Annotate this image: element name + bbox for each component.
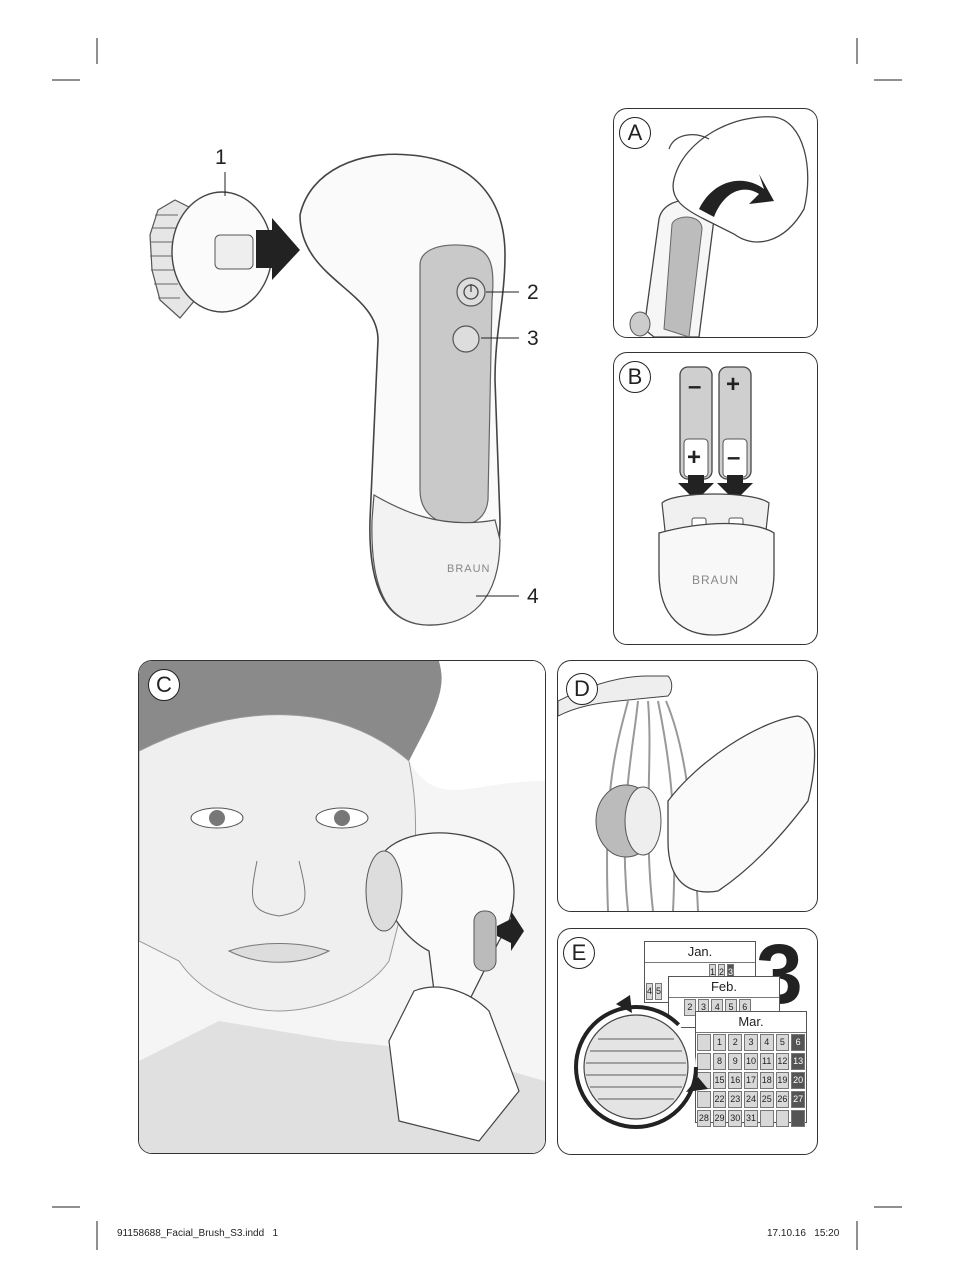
calendar-day: 3 bbox=[744, 1034, 758, 1051]
panel-c-letter: C bbox=[148, 669, 180, 701]
calendar-day bbox=[697, 1091, 711, 1108]
calendar-day: 27 bbox=[791, 1091, 805, 1108]
calendar-day: 19 bbox=[775, 1072, 790, 1089]
calendar-day: 25 bbox=[759, 1091, 774, 1108]
panel-a: A bbox=[613, 108, 818, 338]
calendar-day bbox=[791, 1110, 805, 1127]
calendar-day: 9 bbox=[728, 1053, 743, 1070]
calendar-day: 2 bbox=[684, 999, 696, 1016]
calendar-day bbox=[775, 1110, 790, 1127]
calendar-day: 26 bbox=[775, 1091, 790, 1108]
calendar-day: 16 bbox=[728, 1072, 743, 1089]
panel-b-illustration bbox=[658, 366, 775, 636]
callout-1: 1 bbox=[215, 146, 227, 169]
battery-left-top-sign: – bbox=[688, 373, 702, 400]
calendar-day: 24 bbox=[744, 1091, 758, 1108]
calendar-day: 2 bbox=[728, 1034, 743, 1051]
calendar-day: 11 bbox=[759, 1053, 774, 1070]
panel-e-letter: E bbox=[563, 937, 595, 969]
calendar-day: 10 bbox=[744, 1053, 758, 1070]
calendar-day bbox=[697, 1034, 711, 1051]
calendar-day: 15 bbox=[712, 1072, 727, 1089]
calendar-day: 8 bbox=[712, 1053, 727, 1070]
calendar-day: 29 bbox=[712, 1110, 727, 1127]
battery-right-bottom-sign: – bbox=[727, 444, 741, 471]
panel-a-illustration bbox=[629, 116, 809, 337]
calendar-day: 23 bbox=[728, 1091, 743, 1108]
calendar-day: 6 bbox=[791, 1034, 805, 1051]
calendar-day: 20 bbox=[791, 1072, 805, 1089]
battery-right-top-sign: + bbox=[726, 371, 741, 398]
panel-d: D bbox=[557, 660, 818, 912]
calendar-day: 5 bbox=[655, 983, 663, 1000]
calendar-day: 17 bbox=[744, 1072, 758, 1089]
callout-4: 4 bbox=[527, 585, 539, 608]
calendar-day: 30 bbox=[728, 1110, 743, 1127]
panel-b: – + + – BRAUN B bbox=[613, 352, 818, 645]
panel-c: C bbox=[138, 660, 546, 1154]
panel-b-letter: B bbox=[619, 361, 651, 393]
calendar-day: 4 bbox=[646, 983, 654, 1000]
calendar-day: 12 bbox=[775, 1053, 790, 1070]
callout-3: 3 bbox=[527, 327, 539, 350]
battery-cover-brand: BRAUN bbox=[692, 573, 740, 587]
callout-2: 2 bbox=[527, 281, 539, 304]
calendar-mar-label: Mar. bbox=[696, 1012, 806, 1033]
panel-d-letter: D bbox=[566, 673, 598, 705]
brush-head-illustration bbox=[149, 191, 300, 319]
calendar-feb-label: Feb. bbox=[669, 977, 779, 998]
panel-a-letter: A bbox=[619, 117, 651, 149]
footer-file-name: 91158688_Facial_Brush_S3.indd 1 bbox=[117, 1228, 279, 1239]
calendar-day: 28 bbox=[697, 1110, 711, 1127]
calendar-day: 4 bbox=[759, 1034, 774, 1051]
panel-c-illustration bbox=[139, 661, 545, 1153]
panel-e: Jan. 1 2 3 4 5 3 Feb. 2 3 4 5 6 Mar. 1 2… bbox=[557, 928, 818, 1155]
calendar-day: 1 bbox=[712, 1034, 727, 1051]
footer-date: 17.10.16 15:20 bbox=[767, 1228, 840, 1239]
facial-brush-device bbox=[149, 153, 519, 626]
calendar-day: 13 bbox=[791, 1053, 805, 1070]
calendar-day: 5 bbox=[775, 1034, 790, 1051]
rotating-brush-head bbox=[574, 995, 708, 1129]
calendar-day bbox=[759, 1110, 774, 1127]
calendar-day: 18 bbox=[759, 1072, 774, 1089]
calendar-jan-label: Jan. bbox=[645, 942, 755, 963]
calendar-day: 31 bbox=[744, 1110, 758, 1127]
calendar-day: 22 bbox=[712, 1091, 727, 1108]
battery-left-bottom-sign: + bbox=[687, 444, 702, 471]
panel-d-illustration bbox=[558, 675, 816, 911]
device-brand-logo: BRAUN bbox=[447, 563, 491, 575]
calendar-day bbox=[697, 1053, 711, 1070]
